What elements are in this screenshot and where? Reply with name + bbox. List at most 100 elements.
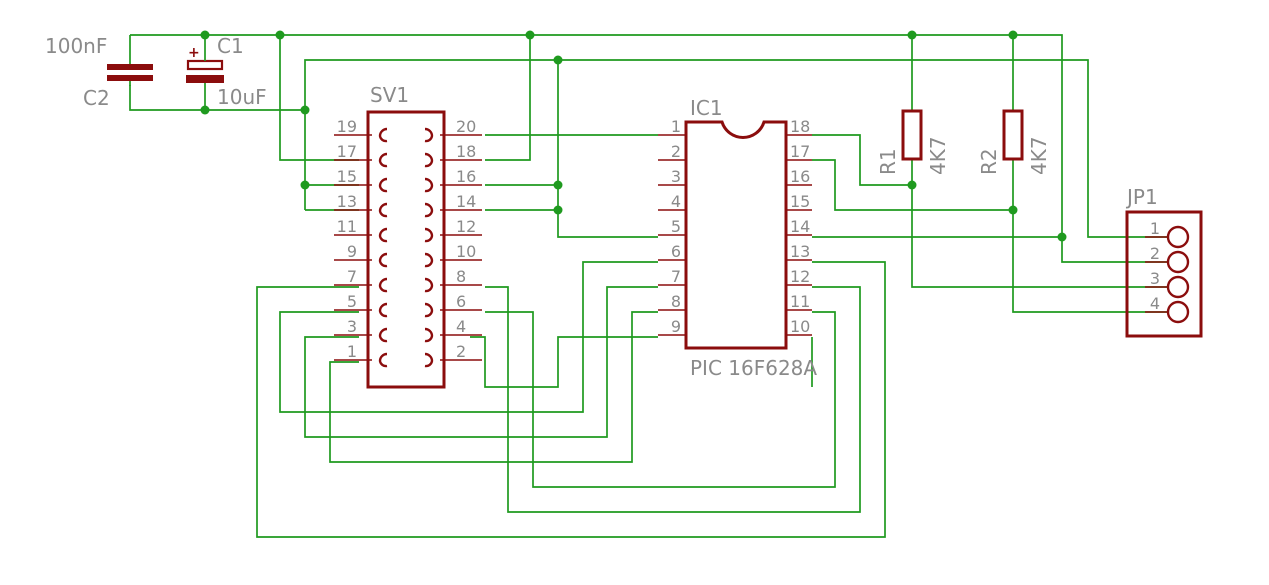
pin-number: 18: [790, 117, 810, 136]
sv1-socket-right: [424, 177, 434, 193]
sv1-socket-right: [424, 227, 434, 243]
jp1-pin-socket: [1166, 225, 1190, 249]
pin-number: 3: [1150, 269, 1160, 288]
pin-number: 4: [456, 317, 466, 336]
pin-number: 18: [456, 142, 476, 161]
pin-number: 1: [347, 342, 357, 361]
r1-value: 4K7: [926, 136, 950, 175]
pin-number: 10: [790, 317, 810, 336]
r2-name: R2: [977, 148, 1001, 175]
pin-number: 10: [456, 242, 476, 261]
wire-ic6: [279, 261, 658, 413]
sv1-socket-right: [424, 202, 434, 218]
pin-number: 11: [790, 292, 810, 311]
pin-number: 1: [671, 117, 681, 136]
c1-plate-bottom: [186, 75, 224, 83]
pin-number: 15: [337, 167, 357, 186]
pin-number: 3: [671, 167, 681, 186]
wire-sv6: [485, 311, 836, 488]
wire-sv8: [485, 286, 861, 513]
wire-ic17-r2: [812, 159, 1013, 211]
pin-number: 11: [337, 217, 357, 236]
header-jp1: JP1 1 2 3 4: [1125, 185, 1203, 338]
junction-dot: [553, 205, 563, 215]
junction-dot: [1057, 232, 1067, 242]
junction-dot: [275, 30, 285, 40]
sv1-socket-left: [378, 352, 388, 368]
wire-vss-line: [557, 60, 658, 238]
junction-dot: [200, 105, 210, 115]
wire-ic7: [304, 286, 658, 438]
sv1-socket-right: [424, 277, 434, 293]
sv1-socket-right: [424, 352, 434, 368]
ic1-value: PIC 16F628A: [690, 356, 817, 380]
wire-sv-18: [485, 35, 531, 161]
pin-number: 5: [671, 217, 681, 236]
pin-number: 13: [337, 192, 357, 211]
c2-plate-top: [107, 64, 153, 70]
pin-number: 9: [347, 242, 357, 261]
jp1-name: JP1: [1125, 185, 1158, 209]
sv1-socket-left: [378, 302, 388, 318]
sv1-socket-left: [378, 252, 388, 268]
capacitor-c1: + C1 10uF: [186, 34, 267, 109]
c1-plate-top: [186, 59, 224, 71]
sv1-socket-left: [378, 152, 388, 168]
r2-value: 4K7: [1027, 136, 1051, 175]
pin-number: 3: [347, 317, 357, 336]
pin-number: 16: [456, 167, 476, 186]
sv1-socket-left: [378, 227, 388, 243]
junction-dot: [907, 30, 917, 40]
c2-name: C2: [83, 86, 110, 110]
pin-number: 6: [456, 292, 466, 311]
wire-ic18-r1: [812, 134, 912, 186]
jp1-body: [1125, 210, 1203, 338]
pin-number: 19: [337, 117, 357, 136]
capacitor-c2: 100nF C2: [45, 34, 153, 110]
wire-top-rail: [130, 34, 1168, 263]
sv1-socket-right: [424, 252, 434, 268]
wire-r1-bottom: [911, 160, 1168, 288]
wire-sv7: [256, 261, 886, 538]
sv1-socket-left: [378, 277, 388, 293]
sv1-socket-right: [424, 127, 434, 143]
pin-number: 6: [671, 242, 681, 261]
pin-number: 15: [790, 192, 810, 211]
ic1-body: [684, 120, 788, 350]
wire-ic9: [470, 336, 658, 388]
junction-dot: [553, 55, 563, 65]
pin-number: 2: [1150, 244, 1160, 263]
pin-number: 1: [1150, 219, 1160, 238]
sv1-socket-right: [424, 152, 434, 168]
c2-plate-bottom: [107, 75, 153, 81]
pin-number: 8: [456, 267, 466, 286]
resistor-r1: R1 4K7: [876, 109, 950, 175]
junctions: [200, 30, 1067, 242]
jp1-pin-socket: [1166, 250, 1190, 274]
pin-number: 14: [456, 192, 476, 211]
pin-number: 13: [790, 242, 810, 261]
pin-number: 12: [456, 217, 476, 236]
junction-dot: [300, 105, 310, 115]
pin-number: 16: [790, 167, 810, 186]
pin-number: 14: [790, 217, 810, 236]
sv1-name: SV1: [370, 83, 409, 107]
sv1-socket-right: [424, 302, 434, 318]
pin-number: 4: [1150, 294, 1160, 313]
sv1-socket-right: [424, 327, 434, 343]
wire-sv-17: [279, 35, 359, 161]
junction-dot: [1008, 205, 1018, 215]
pin-number: 7: [347, 267, 357, 286]
pin-number: 8: [671, 292, 681, 311]
pin-number: 12: [790, 267, 810, 286]
junction-dot: [525, 30, 535, 40]
c1-value: 10uF: [217, 85, 267, 109]
pin-number: 9: [671, 317, 681, 336]
sv1-socket-left: [378, 202, 388, 218]
wire-bottom-rail: [129, 85, 305, 111]
c1-polarity: +: [188, 45, 200, 61]
sv1-body: [366, 110, 446, 389]
